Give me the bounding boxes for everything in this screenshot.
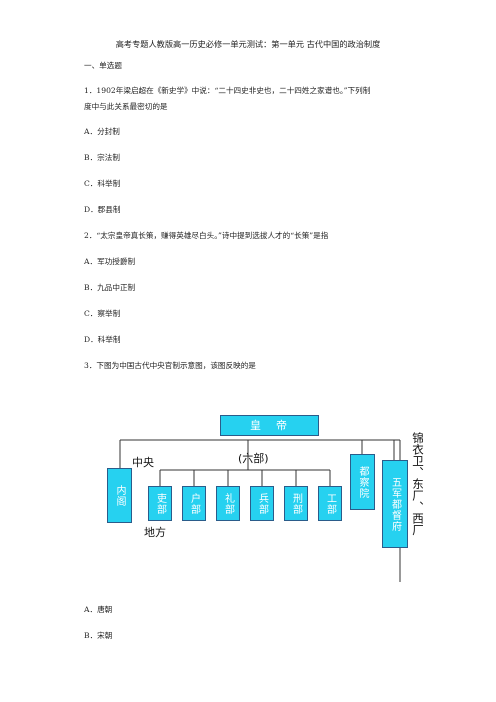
q3-option-a[interactable]: A．唐朝 [84,605,113,614]
q2-option-c[interactable]: C．察举制 [84,309,121,318]
page-title: 高考专题人教版高一历史必修一单元测试：第一单元 古代中国的政治制度 [115,39,381,49]
q1-stem-line1: 1．1902年梁启超在《新史学》中说：“二十四史非史也，二十四姓之家谱也。”下列… [84,86,371,95]
local-label: 地方 [144,526,166,539]
ministry-box-hu-revenue: 户部 [182,486,206,521]
ministry-box-gong-works: 工部 [318,486,342,521]
q1-option-b[interactable]: B．宗法制 [84,153,120,162]
ministry-box-li-personnel: 吏部 [148,486,172,521]
q1-option-d[interactable]: D．郡县制 [84,205,121,214]
wujun-dudufu-box: 五军都督府 [382,460,408,548]
secret-police-label: 锦衣卫、东厂、西厂 [411,432,425,536]
emperor-box: 皇 帝 [220,415,319,436]
q3-option-b[interactable]: B．宋朝 [84,631,113,640]
ministry-box-li-rites: 礼部 [216,486,240,521]
section-heading: 一、单选题 [84,61,122,70]
q2-option-a[interactable]: A．军功授爵制 [84,257,136,266]
q2-stem: 2．“太宗皇帝真长策，赚得英雄尽白头。”诗中提到选拔人才的“长策”是指 [84,231,329,240]
duchayuan-box: 都察院 [350,454,375,510]
central-government-diagram: 皇 帝 中央 (六部) 地方 内阁 吏部 户部 礼部 兵部 刑部 工部 都察院 … [100,410,410,582]
q2-option-b[interactable]: B．九品中正制 [84,283,136,292]
ministry-box-bing-war: 兵部 [250,486,274,521]
q2-option-d[interactable]: D．科举制 [84,335,121,344]
neige-box: 内阁 [107,468,132,523]
ministry-box-xing-justice: 刑部 [284,486,308,521]
q1-option-c[interactable]: C．科举制 [84,179,121,188]
q1-option-a[interactable]: A．分封制 [84,127,120,136]
q3-stem: 3．下图为中国古代中央官制示意图，该图反映的是 [84,361,256,370]
q1-stem-line2: 度中与此关系最密切的是 [84,102,168,111]
six-ministries-label: (六部) [238,452,269,465]
central-label: 中央 [132,456,154,469]
